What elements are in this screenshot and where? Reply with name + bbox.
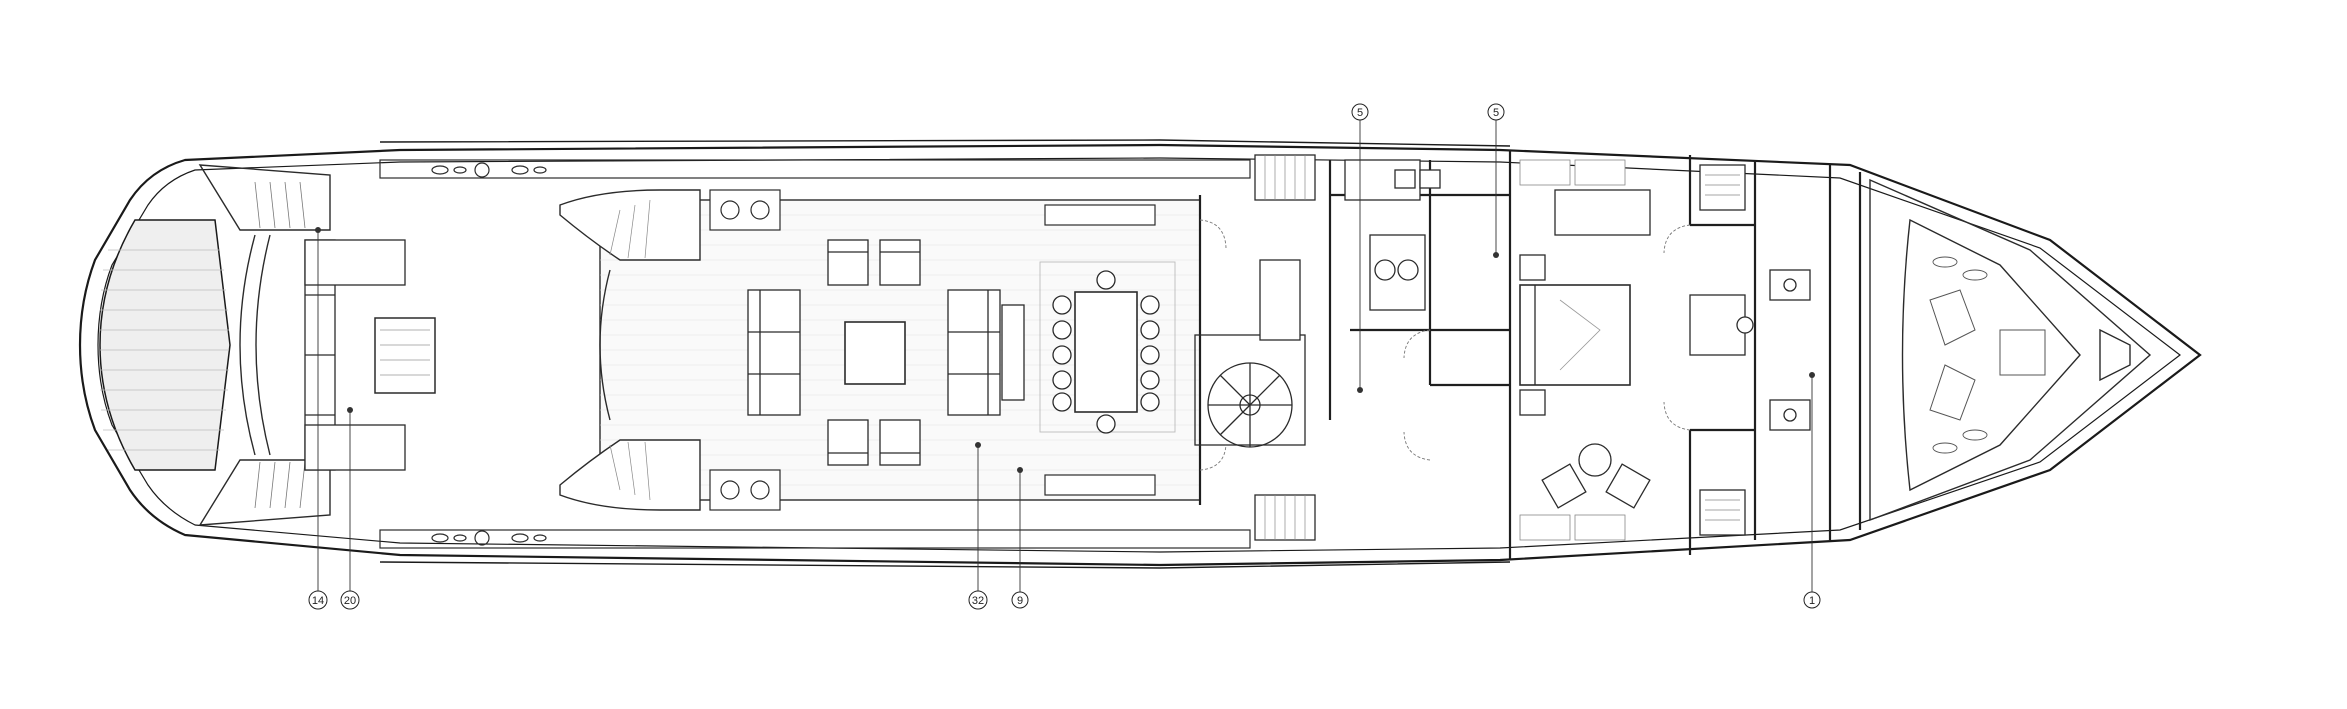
door-swings	[1199, 219, 1691, 471]
swim-platform-planking	[100, 249, 229, 451]
master-cabin	[1519, 159, 1651, 541]
master-bed	[1519, 284, 1631, 386]
callout-leaders	[317, 118, 1813, 592]
salon-stair-upper	[559, 189, 701, 261]
forward-cabin	[1689, 164, 1811, 536]
lounge-sofa-left	[747, 289, 801, 416]
callout-32: 32	[968, 590, 988, 610]
callout-20: 20	[340, 590, 360, 610]
salon-aft-glazing	[599, 269, 611, 421]
aft-sofa-top	[304, 239, 406, 286]
callout-5-galley: 5	[1351, 103, 1369, 121]
master-armchair-right	[1605, 463, 1651, 509]
aft-transom-arc-inner	[255, 234, 271, 456]
side-deck-upper	[379, 159, 1251, 179]
lounge-armchair-tl	[827, 239, 869, 286]
hull-inner	[97, 157, 2181, 553]
callout-label: 5	[1357, 107, 1363, 119]
dining-area	[1039, 261, 1176, 434]
tv-console	[1001, 304, 1025, 401]
aft-sofa	[304, 239, 436, 471]
callout-14: 14	[308, 590, 328, 610]
hull-outer	[78, 143, 2202, 567]
callout-label: 9	[1017, 595, 1023, 607]
upper-bulwark	[379, 139, 1511, 147]
aft-sofa-bottom	[304, 424, 406, 471]
aft-step-lines	[254, 181, 306, 509]
swim-platform-deck	[99, 219, 231, 471]
master-nightstand-bottom	[1519, 389, 1546, 416]
lounge-armchair-br	[879, 419, 921, 466]
callout-label: 5	[1493, 107, 1499, 119]
callout-label: 20	[344, 595, 356, 607]
master-desk	[1554, 189, 1651, 236]
anchor-locker	[2099, 328, 2131, 382]
galley	[1259, 159, 1441, 341]
hull	[78, 139, 2202, 569]
master-nightstand-top	[1519, 254, 1546, 281]
salon-lounge	[747, 239, 1025, 466]
foredeck-outline	[1869, 178, 2152, 522]
interior-walls	[1198, 150, 1862, 560]
callout-label: 14	[312, 595, 324, 607]
forward-stairs	[1254, 154, 1316, 541]
callout-label: 32	[972, 595, 984, 607]
callout-9: 9	[1011, 591, 1029, 609]
dining-table	[1074, 291, 1138, 413]
lounge-coffee-table	[844, 321, 906, 385]
callout-label: 1	[1809, 595, 1815, 607]
swim-platform	[99, 219, 231, 471]
aft-steps-upper	[198, 164, 331, 231]
salon-cabinets	[709, 189, 1156, 511]
aft-transom-arc	[239, 234, 256, 456]
lounge-armchair-bl	[827, 419, 869, 466]
callout-5-entrance: 5	[1487, 103, 1505, 121]
master-table	[1578, 443, 1612, 477]
salon-stairs	[559, 189, 701, 511]
callout-1: 1	[1803, 591, 1821, 609]
master-armchair-left	[1541, 463, 1587, 509]
foredeck	[1869, 178, 2152, 522]
salon-stair-lower	[559, 439, 701, 511]
side-deck-lower	[379, 529, 1251, 549]
foredeck-sunpad	[1901, 218, 2081, 492]
lounge-armchair-tr	[879, 239, 921, 286]
aft-coffee-table	[374, 317, 436, 394]
foredeck-cleats	[1932, 256, 1988, 454]
lower-bulwark	[379, 561, 1511, 569]
spiral-staircase	[1194, 334, 1306, 448]
callout-anchor-dots	[315, 227, 1815, 473]
foredeck-loungers	[1929, 289, 2046, 421]
lounge-sofa-right	[947, 289, 1001, 416]
